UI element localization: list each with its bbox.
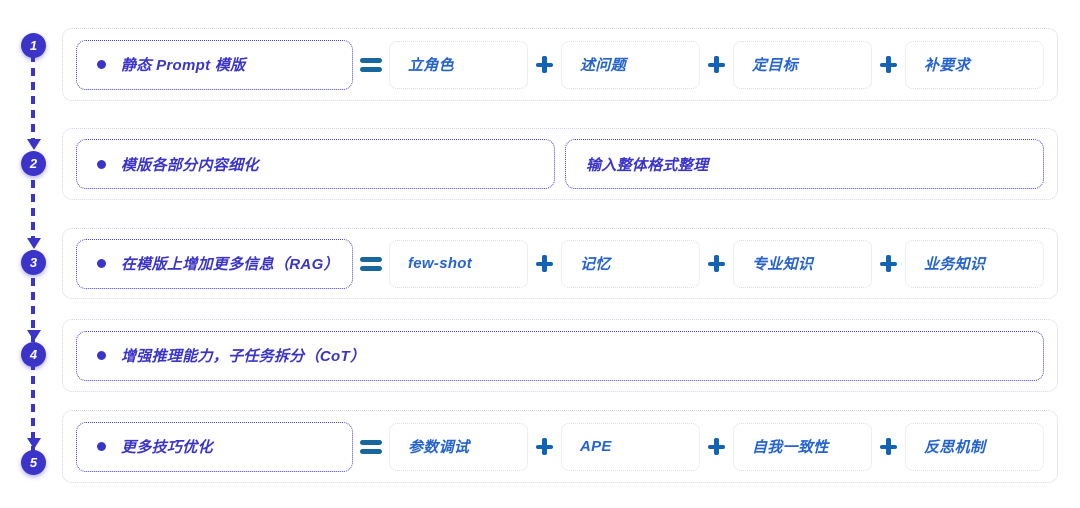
step-4-title: 增强推理能力，子任务拆分（CoT） [121, 348, 366, 365]
step-row-1: 静态 Prompt 模版 立角色 述问题 定目标 补要求 [62, 28, 1058, 101]
step-circle-5: 5 [21, 450, 46, 475]
step-3-item-box: 专业知识 [733, 239, 872, 288]
step-5-item-label: 参数调试 [408, 439, 470, 456]
step-circle-3: 3 [21, 250, 46, 275]
step-5-title-box: 更多技巧优化 [76, 421, 353, 472]
step-1-item-box: 述问题 [561, 40, 700, 89]
step-3-item-label: 记忆 [580, 256, 611, 273]
step-1-title-box: 静态 Prompt 模版 [76, 39, 353, 90]
step-row-5: 更多技巧优化 参数调试 APE 自我一致性 反思机制 [62, 410, 1058, 483]
step-row-3: 在模版上增加更多信息（RAG） few-shot 记忆 专业知识 业务知识 [62, 228, 1058, 299]
step-1-item-label: 立角色 [408, 57, 454, 74]
arrow-down-icon [26, 139, 41, 150]
step-2-left-label: 模版各部分内容细化 [121, 156, 259, 174]
step-2-left-box: 模版各部分内容细化 [76, 139, 555, 189]
plus-icon [708, 255, 725, 272]
arrow-down-icon [26, 238, 41, 249]
step-5-item-box: 自我一致性 [733, 422, 872, 471]
plus-icon [536, 438, 553, 455]
step-3-title-box: 在模版上增加更多信息（RAG） [76, 238, 353, 289]
step-1-item-box: 定目标 [733, 40, 872, 89]
step-3-title: 在模版上增加更多信息（RAG） [121, 256, 339, 273]
step-5-item-box: APE [561, 422, 700, 471]
bullet-icon [97, 351, 106, 360]
step-3-item-label: 专业知识 [752, 256, 814, 273]
step-5-item-label: APE [580, 438, 612, 455]
plus-icon [536, 56, 553, 73]
plus-icon [708, 438, 725, 455]
arrow-down-icon [26, 330, 41, 341]
step-circle-4: 4 [21, 342, 46, 367]
step-3-item-box: 业务知识 [905, 239, 1044, 288]
equals-icon [360, 57, 382, 72]
step-1-item-label: 定目标 [752, 57, 798, 74]
plus-icon [536, 255, 553, 272]
equals-icon [360, 256, 382, 271]
step-5-item-label: 自我一致性 [752, 439, 829, 456]
step-3-item-label: 业务知识 [924, 256, 986, 273]
step-3-item-label: few-shot [408, 255, 473, 272]
step-row-4: 增强推理能力，子任务拆分（CoT） [62, 319, 1058, 392]
bullet-icon [97, 442, 106, 451]
step-1-title: 静态 Prompt 模版 [121, 57, 246, 74]
step-4-title-box: 增强推理能力，子任务拆分（CoT） [76, 330, 1044, 381]
step-5-title: 更多技巧优化 [121, 439, 213, 456]
bullet-icon [97, 259, 106, 268]
plus-icon [880, 56, 897, 73]
step-1-item-box: 补要求 [905, 40, 1044, 89]
bullet-icon [97, 159, 106, 169]
step-1-item-label: 述问题 [580, 57, 626, 74]
step-5-item-label: 反思机制 [924, 439, 986, 456]
step-1-item-label: 补要求 [924, 57, 970, 74]
equals-icon [360, 439, 382, 454]
step-circle-2: 2 [21, 151, 46, 176]
plus-icon [880, 255, 897, 272]
plus-icon [880, 438, 897, 455]
plus-icon [708, 56, 725, 73]
step-2-right-label: 输入整体格式整理 [586, 156, 709, 174]
step-row-2: 模版各部分内容细化 输入整体格式整理 [62, 128, 1058, 200]
step-circle-1: 1 [21, 33, 46, 58]
step-5-item-box: 反思机制 [905, 422, 1044, 471]
step-3-item-box: 记忆 [561, 239, 700, 288]
step-2-right-box: 输入整体格式整理 [565, 139, 1044, 189]
step-1-item-box: 立角色 [389, 40, 528, 89]
step-5-item-box: 参数调试 [389, 422, 528, 471]
step-3-item-box: few-shot [389, 239, 528, 288]
arrow-down-icon [26, 438, 41, 449]
bullet-icon [97, 60, 106, 69]
